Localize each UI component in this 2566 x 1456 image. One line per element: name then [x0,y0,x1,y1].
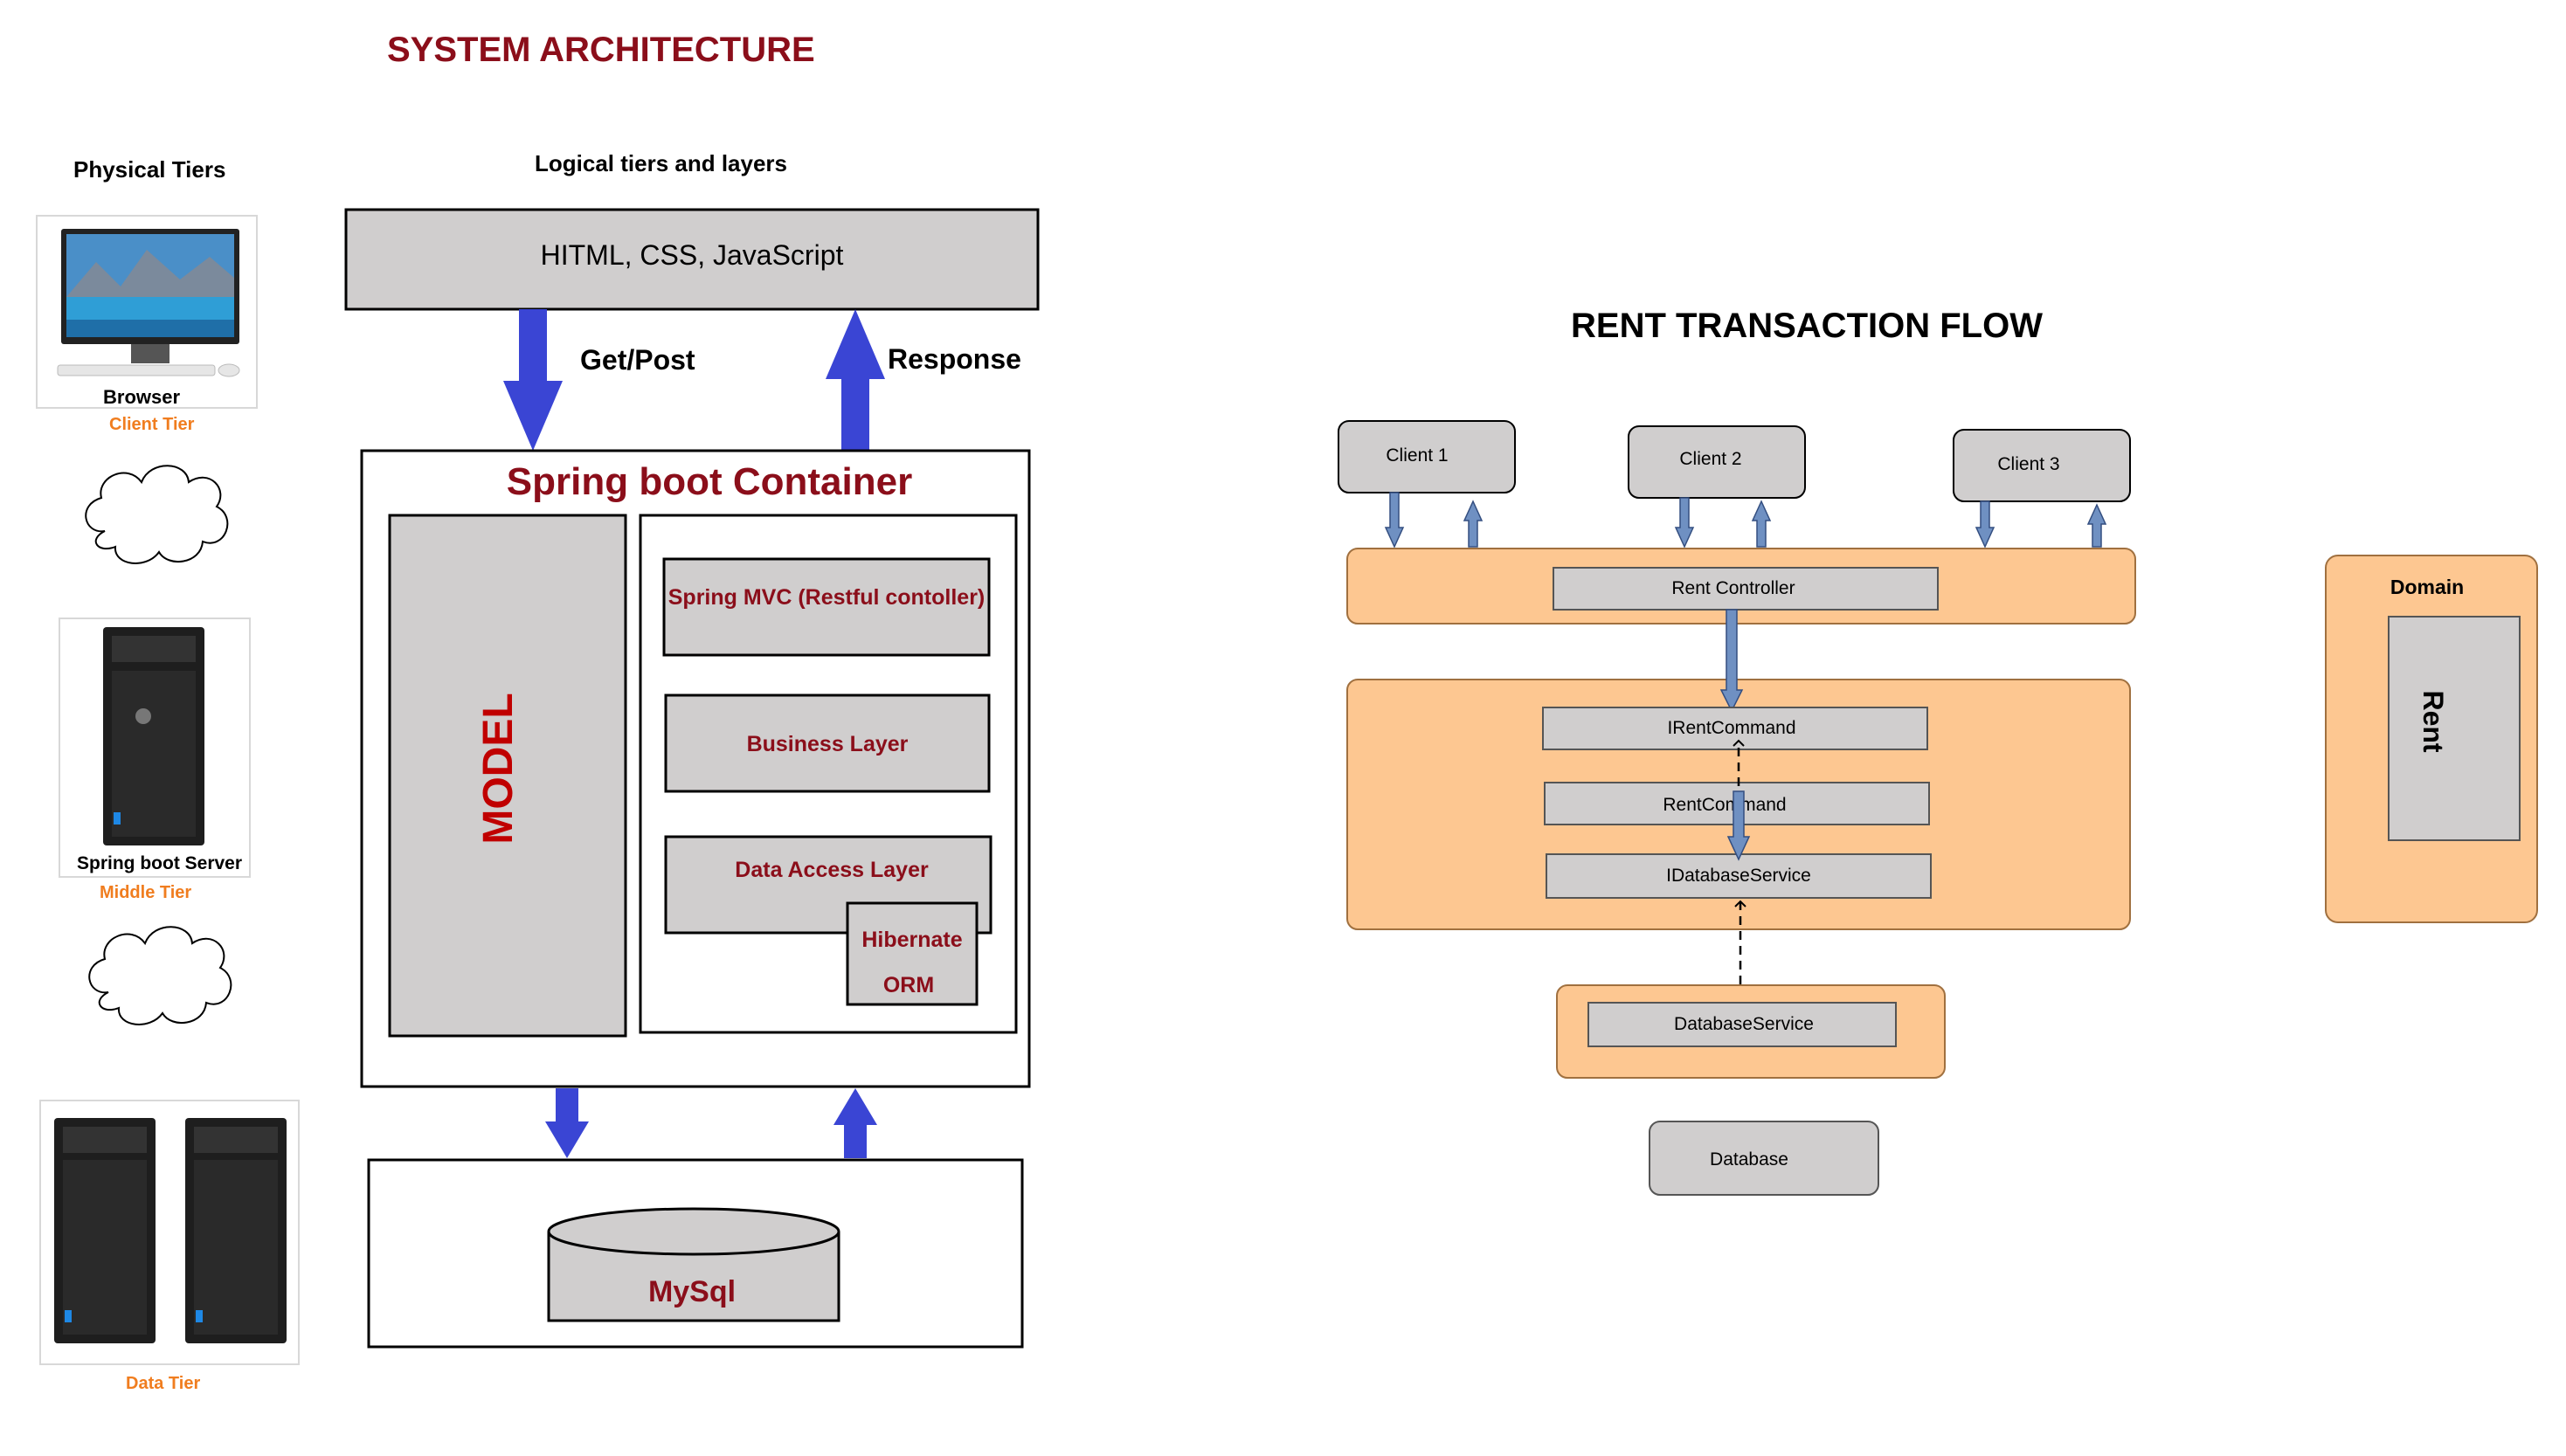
hibernate-label-line2: ORM [883,973,934,997]
get-post-label: Get/Post [580,344,695,376]
browser-computer-icon [36,215,258,409]
rentcommand-label: RentCommand [1663,795,1786,815]
client-1-label: Client 1 [1386,445,1448,466]
command-to-service-arrow [1726,790,1751,861]
domain-title: Domain [2390,576,2464,598]
data-tier-label: Data Tier [126,1374,200,1393]
client-2-up-arrow [1751,500,1772,548]
physical-tiers-heading: Physical Tiers [73,156,225,183]
database-box [1649,1121,1879,1196]
result-arrow [833,1088,877,1158]
response-label: Response [888,343,1021,375]
logical-tiers-heading: Logical tiers and layers [535,150,787,176]
middle-tier-label: Middle Tier [100,883,191,902]
client-3-up-arrow [2086,503,2107,548]
data-access-layer-label: Data Access Layer [735,858,929,882]
spring-mvc-label: Spring MVC (Restful contoller) [668,585,986,610]
client-2-box [1628,425,1806,499]
databaseservice-label: DatabaseService [1674,1014,1814,1034]
network-cloud-icon-2 [88,926,232,1025]
frontend-box [344,208,1040,311]
query-arrow [545,1088,589,1158]
browser-label: Browser [103,386,180,408]
client-1-box [1338,420,1516,493]
database-label: Database [1710,1149,1788,1170]
rent-controller-label: Rent Controller [1671,578,1795,598]
client-1-up-arrow [1463,500,1484,548]
rent-entity-box [2388,616,2521,841]
client-tier-label: Client Tier [109,415,195,434]
client-3-label: Client 3 [1997,454,2059,474]
get-post-arrow [503,309,563,451]
container-title: Spring boot Container [507,460,912,503]
idatabaseservice-label: IDatabaseService [1666,866,1811,886]
business-layer-box [664,693,991,793]
hibernate-label-line1: Hibernate [861,928,962,952]
model-label: MODEL [475,693,522,844]
controller-to-command-arrow [1719,609,1744,713]
mysql-cylinder-icon [547,1207,840,1322]
network-cloud-icon [85,465,229,564]
client-2-label: Client 2 [1679,449,1741,469]
rent-flow-title: RENT TRANSACTION FLOW [1571,307,2043,345]
business-layer-label: Business Layer [747,732,909,756]
databaseservice-box [1587,1002,1897,1047]
spring-mvc-box [662,557,991,657]
server-label: Spring boot Server [77,853,242,873]
response-arrow [826,309,885,451]
client-3-box [1953,429,2131,502]
frontend-label: HITML, CSS, JavaScript [541,239,844,271]
client-2-down-arrow [1674,497,1695,549]
hibernate-orm-box [846,901,979,1006]
client-arrows [1384,492,2107,549]
client-1-down-arrow [1384,492,1405,549]
rent-controller-box [1553,567,1939,611]
server-tower-icon [59,618,251,878]
irentcommand-label: IRentCommand [1667,718,1795,738]
client-3-down-arrow [1975,500,1995,549]
system-architecture-title: SYSTEM ARCHITECTURE [387,31,815,69]
mysql-label: MySql [648,1275,736,1308]
model-box [388,514,627,1038]
data-servers-icon [39,1100,300,1365]
rent-entity-label: Rent [2417,690,2449,752]
